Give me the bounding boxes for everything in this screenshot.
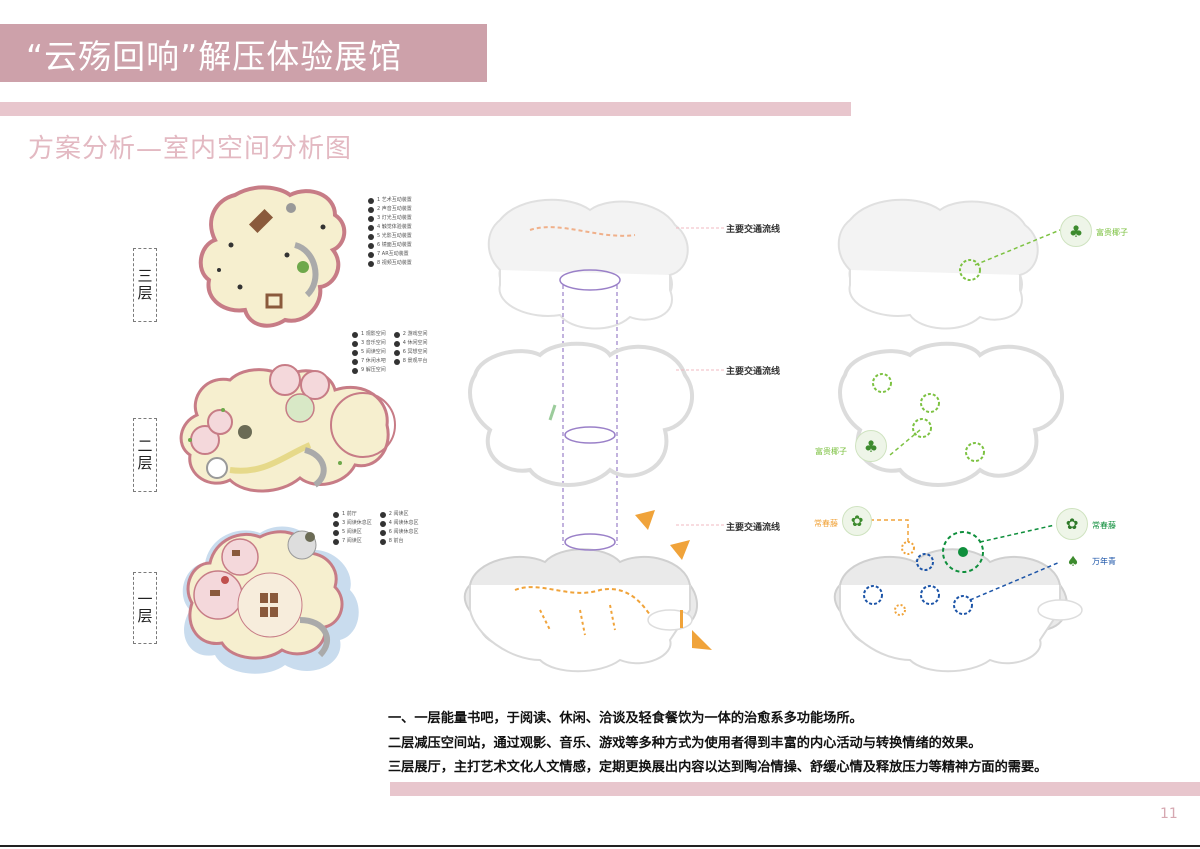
flow-label-second: 主要交通流线 xyxy=(726,367,781,377)
page-title: “云殇回响”解压体验展馆 xyxy=(26,37,403,76)
description-line-3: 三层展厅，主打艺术文化人文情感，定期更换展出内容以达到陶冶情操、舒缓心情及释放压… xyxy=(388,760,1048,775)
floor-tag-second: 二层 xyxy=(133,418,157,492)
legend-item: 6 镜面互动装置 xyxy=(368,241,412,250)
legend-item: 6 阅读休息区 xyxy=(379,528,419,537)
legend-item: 4 休闲空间 xyxy=(393,339,428,348)
legend-item: 6 冥想空间 xyxy=(393,348,428,357)
legend-third-floor: 1 艺术互动装置 2 声音互动装置 3 灯光互动装置 4 触觉体验装置 5 光影… xyxy=(368,196,412,268)
second-floor-plan xyxy=(179,364,396,493)
legend-item: 4 触觉体验装置 xyxy=(368,223,412,232)
title-bar xyxy=(0,24,487,82)
legend-item: 2 声音互动装置 xyxy=(368,205,412,214)
description-line-1: 一、一层能量书吧，于阅读、休闲、洽谈及轻食餐饮为一体的治愈系多功能场所。 xyxy=(388,711,863,726)
plant-label-low-left: 常春藤 xyxy=(814,519,838,528)
plant-label-mid: 富贵椰子 xyxy=(815,447,847,456)
legend-item: 7 阅读区 xyxy=(333,537,372,546)
floor-tag-third: 三层 xyxy=(133,248,157,322)
legend-item: 8 视频互动装置 xyxy=(368,259,412,268)
plant-evergreen-icon: ♠ xyxy=(1066,554,1080,570)
legend-item: 8 前台 xyxy=(379,537,419,546)
header-rule xyxy=(0,102,851,116)
legend-second-floor: 1 观影空间 2 游戏空间 3 音乐空间 4 休闲空间 5 阅读空间 6 冥想空… xyxy=(352,330,428,375)
circulation-axonometric xyxy=(463,198,712,673)
legend-item: 1 观影空间 xyxy=(352,330,386,339)
floor-tag-first: 一层 xyxy=(133,572,157,644)
legend-item: 5 光影互动装置 xyxy=(368,232,412,241)
page-subtitle: 方案分析—室内空间分析图 xyxy=(28,134,353,164)
legend-item: 9 解压空间 xyxy=(352,366,386,375)
legend-item: 2 游戏空间 xyxy=(393,330,428,339)
legend-first-floor: 1 前厅 2 阅读区 3 阅读休息区 4 阅读休息区 5 阅读区 6 阅读休息区… xyxy=(333,510,419,546)
plant-palm-icon: ♣ xyxy=(1060,215,1092,247)
legend-item: 7 AR互动装置 xyxy=(368,250,412,259)
footer-rule xyxy=(390,782,1200,796)
plant-label-low-right: 常春藤 xyxy=(1092,521,1116,530)
plant-ivy-icon: ✿ xyxy=(842,506,872,536)
plant-label-top: 富贵椰子 xyxy=(1096,228,1128,237)
legend-item: 7 休闲水吧 xyxy=(352,357,386,366)
first-floor-plan xyxy=(182,526,359,674)
legend-item: 5 阅读空间 xyxy=(352,348,386,357)
legend-item: 3 阅读休息区 xyxy=(333,519,372,528)
plant-ivy-icon: ✿ xyxy=(1056,508,1088,540)
legend-item: 8 景观平台 xyxy=(393,357,428,366)
flow-label-third: 主要交通流线 xyxy=(726,225,781,235)
plant-palm-icon: ♣ xyxy=(855,430,887,462)
bottom-border xyxy=(0,845,1200,847)
page-number: 11 xyxy=(1160,806,1178,822)
legend-item: 5 阅读区 xyxy=(333,528,372,537)
legend-item: 4 阅读休息区 xyxy=(379,519,419,528)
legend-item: 3 音乐空间 xyxy=(352,339,386,348)
third-floor-plan xyxy=(198,185,347,328)
legend-item: 3 灯光互动装置 xyxy=(368,214,412,223)
legend-item: 2 阅读区 xyxy=(379,510,419,519)
legend-item: 1 艺术互动装置 xyxy=(368,196,412,205)
legend-item: 1 前厅 xyxy=(333,510,372,519)
greenery-axonometric xyxy=(833,198,1083,673)
description-line-2: 二层减压空间站，通过观影、音乐、游戏等多种方式为使用者得到丰富的内心活动与转换情… xyxy=(388,736,982,751)
flow-leader-lines xyxy=(676,227,724,526)
flow-label-first: 主要交通流线 xyxy=(726,523,781,533)
plant-label-low-blue: 万年青 xyxy=(1092,557,1116,566)
